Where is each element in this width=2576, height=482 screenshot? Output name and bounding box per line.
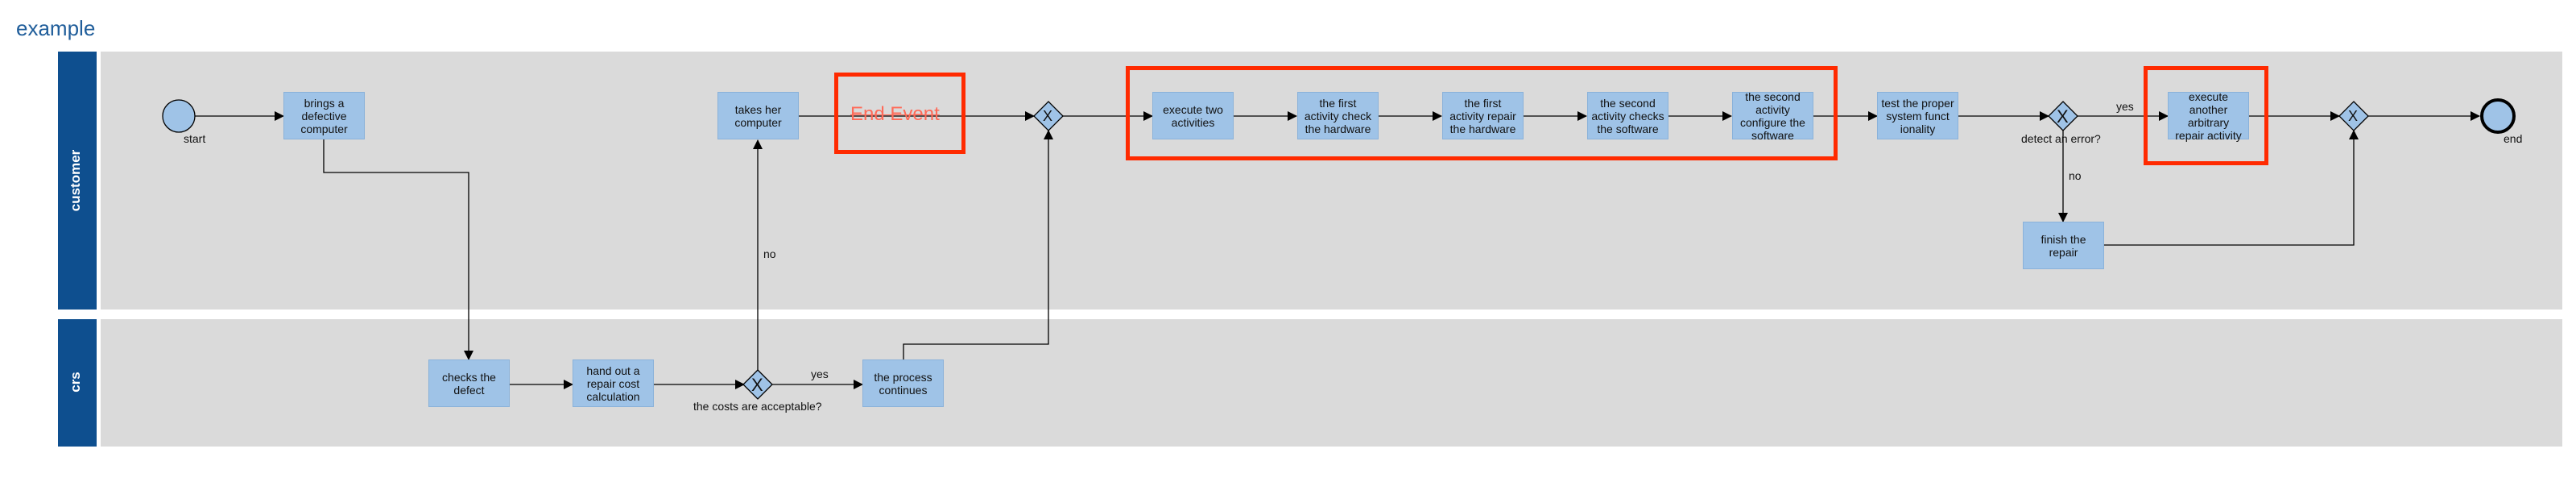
task-first-repair[interactable]: the first activity repair the hardware	[1442, 92, 1524, 139]
task-brings-defective[interactable]: brings a defective computer	[283, 92, 365, 139]
start-label: start	[184, 132, 206, 145]
task-second-configure[interactable]: the second activity configure the softwa…	[1732, 90, 1813, 142]
lane-header-customer	[58, 52, 97, 310]
gateway-x-merge-2: X	[2348, 108, 2359, 124]
task-second-checks[interactable]: the second activity checks the software	[1587, 92, 1668, 139]
task-execute-another[interactable]: execute another arbitrary repair activit…	[2168, 90, 2249, 142]
task-first-check[interactable]: the first activity check the hardware	[1297, 92, 1379, 139]
task-execute-two[interactable]: execute two activities	[1152, 92, 1234, 139]
flow-label-no-costs: no	[763, 247, 776, 260]
gateway-costs-acceptable	[742, 369, 773, 400]
gateway-merge-1	[1033, 101, 1064, 131]
end-label: end	[2504, 132, 2523, 145]
gateway-merge-2	[2338, 101, 2369, 131]
diagram-title: example	[16, 16, 96, 40]
start-event	[162, 99, 196, 133]
task-process-continues[interactable]: the process continues	[862, 359, 944, 407]
gateway-costs-label: the costs are acceptable?	[693, 400, 822, 413]
highlight-activity-chain	[1126, 66, 1838, 160]
task-checks-defect[interactable]: checks the defect	[428, 359, 510, 407]
gateway-x-detect: X	[2057, 106, 2069, 127]
gateway-x-merge-1: X	[1043, 108, 1053, 124]
task-test-proper[interactable]: test the proper system funct ionality	[1877, 92, 1958, 139]
flow-label-yes-error: yes	[2116, 100, 2134, 113]
gateway-detect-error	[2048, 101, 2078, 131]
gateway-detect-label: detect an error?	[2021, 132, 2101, 145]
flow-finish-to-merge	[2104, 130, 2359, 246]
flow-label-no-error: no	[2069, 169, 2082, 182]
highlight-execute-another	[2144, 66, 2268, 165]
lane-header-crs	[58, 319, 97, 447]
end-event	[2480, 98, 2516, 134]
task-takes-computer[interactable]: takes her computer	[717, 92, 799, 139]
annotation-end-event: End Event	[850, 103, 940, 125]
gateway-x-costs: X	[751, 375, 763, 395]
flow-brings-to-checks	[323, 139, 473, 360]
lane-crs	[101, 319, 2562, 447]
task-hand-out[interactable]: hand out a repair cost calculation	[573, 359, 654, 407]
flow-label-yes-costs: yes	[811, 368, 829, 380]
task-finish-repair[interactable]: finish the repair	[2023, 222, 2104, 269]
highlight-end-event	[834, 73, 965, 154]
flow-process-to-merge	[903, 130, 1053, 359]
